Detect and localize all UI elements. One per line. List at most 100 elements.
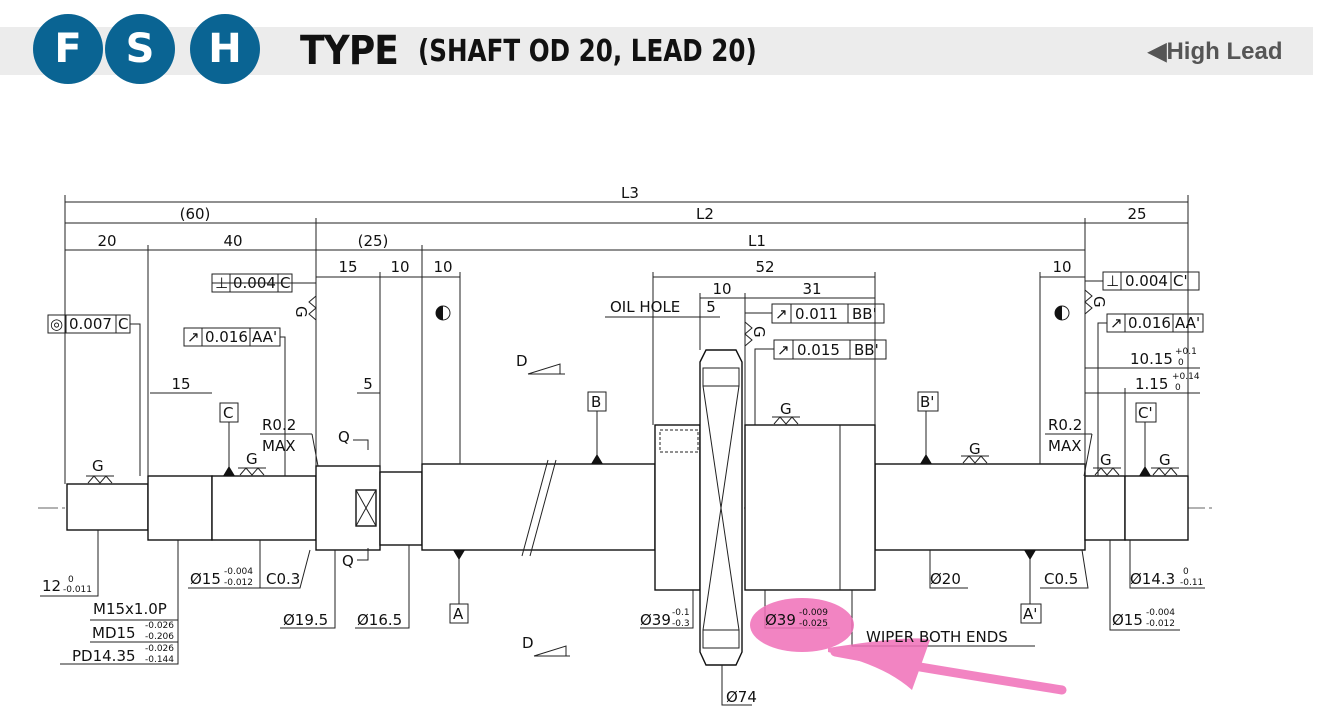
- dim-5: 5: [706, 298, 716, 316]
- dimension-lines: [64, 195, 1200, 484]
- datum-c: C: [219, 402, 239, 476]
- dia-39-body: Ø39: [765, 611, 796, 629]
- leader-lines: [130, 280, 1107, 476]
- svg-text:AA': AA': [252, 328, 277, 346]
- svg-text:G: G: [1100, 451, 1112, 469]
- dia-15-right: Ø15: [1112, 611, 1143, 629]
- wiper-note: WIPER BOTH ENDS: [866, 628, 1008, 646]
- svg-text:G: G: [750, 326, 768, 338]
- svg-text:+0.14: +0.14: [1172, 372, 1200, 382]
- datum-b-prime: B': [917, 391, 939, 464]
- svg-text:B': B': [920, 393, 934, 411]
- svg-text:A': A': [1023, 605, 1037, 623]
- svg-text:0: 0: [1183, 567, 1189, 577]
- svg-text:-0.009: -0.009: [799, 608, 828, 618]
- dim-31: 31: [802, 280, 821, 298]
- radius-label: R0.2: [262, 416, 296, 434]
- page-title: TYPE: [300, 28, 399, 74]
- svg-text:AA': AA': [1175, 314, 1200, 332]
- svg-text:G: G: [1159, 451, 1171, 469]
- dim-10-15: 10.15: [1130, 350, 1173, 368]
- type-badge-f: F: [33, 14, 103, 84]
- dia-39-flange: Ø39: [640, 611, 671, 629]
- view-d-label: D: [522, 634, 534, 652]
- dim-60: (60): [180, 205, 211, 223]
- dim-l1: L1: [748, 232, 766, 250]
- svg-text:0.004: 0.004: [1125, 272, 1168, 290]
- runout-icon: ↗: [1110, 314, 1123, 332]
- svg-text:0.016: 0.016: [205, 328, 248, 346]
- high-lead-label: High Lead: [1166, 38, 1283, 65]
- shaft: [66, 459, 1189, 557]
- dia-20: Ø20: [930, 570, 961, 588]
- ball-nut: [654, 349, 876, 666]
- dim-10: 10: [433, 258, 452, 276]
- svg-text:-0.012: -0.012: [1146, 619, 1175, 629]
- dia-19-5: Ø19.5: [283, 611, 328, 629]
- chamfer-c05: C0.5: [1044, 570, 1078, 588]
- datum-a-prime: A': [1020, 550, 1042, 624]
- section-q-label: Q: [338, 428, 350, 446]
- dim-5: 5: [363, 375, 373, 393]
- svg-text:B: B: [591, 393, 601, 411]
- svg-text:G: G: [1090, 296, 1108, 308]
- oil-hole-label: OIL HOLE: [610, 298, 680, 316]
- svg-text:0: 0: [1175, 383, 1181, 393]
- svg-text:-0.025: -0.025: [799, 619, 828, 629]
- svg-text:-0.004: -0.004: [224, 567, 253, 577]
- dia-15-left: Ø15: [190, 570, 221, 588]
- svg-text:G: G: [969, 440, 981, 458]
- runout-icon: ↗: [777, 341, 790, 359]
- svg-text:-0.11: -0.11: [1180, 578, 1203, 588]
- runout-icon: ↗: [775, 305, 788, 323]
- svg-text:C: C: [118, 315, 128, 333]
- dim-10: 10: [390, 258, 409, 276]
- svg-text:-0.004: -0.004: [1146, 608, 1175, 618]
- type-badge-s: S: [105, 14, 175, 84]
- svg-text:-0.1: -0.1: [672, 608, 690, 618]
- max-label: MAX: [262, 437, 295, 455]
- gdt-frame: ↗ 0.015 BB': [773, 339, 887, 360]
- svg-text:-0.206: -0.206: [145, 632, 174, 642]
- page-subtitle: (SHAFT OD 20, LEAD 20): [418, 34, 757, 69]
- datum-c-prime: C': [1135, 402, 1157, 476]
- runout-icon: ↗: [187, 328, 200, 346]
- type-badge-h: H: [190, 14, 260, 84]
- half-circle-icon: [435, 305, 451, 321]
- svg-text:BB': BB': [854, 341, 879, 359]
- dim-1-15: 1.15: [1135, 375, 1168, 393]
- svg-text:C: C: [223, 404, 233, 422]
- svg-text:BB': BB': [852, 305, 877, 323]
- svg-text:0.015: 0.015: [797, 341, 840, 359]
- half-circle-icon: [1054, 305, 1070, 321]
- concentricity-icon: ◎: [50, 315, 63, 333]
- dim-l2: L2: [696, 205, 714, 223]
- thread-spec: M15x1.0P: [93, 600, 167, 618]
- svg-text:C': C': [1173, 272, 1188, 290]
- dim-52: 52: [755, 258, 774, 276]
- dim-l3: L3: [621, 184, 639, 202]
- high-lead-link[interactable]: ◀High Lead: [1148, 37, 1282, 66]
- dia-74: Ø74: [726, 688, 757, 706]
- dim-10: 10: [712, 280, 731, 298]
- dim-10: 10: [1052, 258, 1071, 276]
- view-d-label: D: [516, 352, 528, 370]
- dia-16-5: Ø16.5: [357, 611, 402, 629]
- svg-text:A: A: [453, 605, 464, 623]
- svg-text:-0.011: -0.011: [63, 585, 92, 595]
- svg-text:-0.3: -0.3: [672, 619, 690, 629]
- datum-a: A: [449, 550, 469, 624]
- dim-25-paren: (25): [358, 232, 389, 250]
- md15-spec: MD15: [92, 624, 136, 642]
- grinding-symbols: G G G G G G G G G: [86, 289, 1179, 484]
- svg-text:G: G: [292, 306, 310, 318]
- svg-text:G: G: [246, 450, 258, 468]
- section-q-label: Q: [342, 552, 354, 570]
- svg-text:+0.1: +0.1: [1175, 347, 1197, 357]
- svg-text:-0.026: -0.026: [145, 621, 174, 631]
